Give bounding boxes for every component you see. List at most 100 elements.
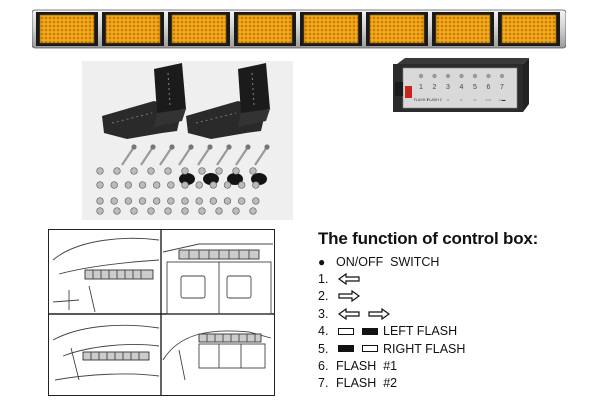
amber-lamp-module [498,12,560,46]
washer-icon [252,181,260,189]
washer-icon [181,207,189,215]
indicator-led [418,73,424,79]
function-text: RIGHT FLASH [383,341,466,356]
washer-icon [167,197,175,205]
washer-icon [138,181,147,189]
washer-icon [215,207,223,215]
function-title: The function of control box: [318,229,539,248]
control-button-number: 4 [460,84,464,91]
mounting-kit-graphic [96,63,270,215]
installation-illustrations [48,229,275,396]
function-item: 4. LEFT FLASH [318,323,588,340]
function-item: 1. [318,270,588,287]
washer-icon [252,197,260,205]
washer-icon [215,167,223,175]
indicator-led [459,73,464,79]
function-marker: 4. [318,324,329,339]
bolt-icon [178,144,194,166]
washer-icon [249,167,257,175]
function-marker: 3. [318,306,329,321]
outline-rect-icon [338,327,354,335]
control-button-number: 6 [487,84,491,91]
control-button-label: FLASH 2 [427,98,442,102]
control-button-label: ⇦⇨ [485,98,492,102]
amber-lamp-module [300,12,362,46]
arrow-light-bar [31,8,567,50]
washer-icon [223,197,232,205]
amber-lamp-module [234,12,296,46]
washer-icon [153,181,161,189]
washer-icon [232,207,240,215]
function-marker: 5. [318,341,329,356]
control-button-number: 5 [473,84,477,91]
bolt-icon [159,144,175,166]
washer-icon [167,181,175,189]
arrow-left-icon [338,307,360,320]
function-text: LEFT FLASH [383,324,458,339]
control-button-number: 7 [500,84,504,91]
bolt-icon [216,144,232,166]
washer-icon [110,197,118,205]
control-button-label: ▭▬ [499,98,506,102]
sketch-car-roof [52,237,160,313]
arrow-right-icon [368,307,390,320]
indicator-led [445,73,451,79]
control-button-number: 3 [446,84,450,91]
washer-icon [147,167,155,175]
bracket-left [102,63,186,139]
control-button-label: ☼ [446,98,449,102]
amber-lamp-module [102,12,164,46]
washer-icon [195,181,203,189]
washer-icon [96,207,104,215]
washer-icon [110,181,118,189]
washer-icon [209,181,217,189]
arrow-right-icon [338,290,360,303]
function-item: 7.FLASH #2 [318,375,588,392]
amber-lamp-module [168,12,230,46]
washer-icon [113,207,121,215]
function-marker: 7. [318,376,329,391]
bolt-icon [254,144,270,166]
sketch-van-rear [162,243,273,315]
function-text: ON/OFF SWITCH [336,254,440,269]
light-bar-graphic [31,9,567,49]
control-button-number: 2 [433,84,437,91]
sketch-pickup [162,330,272,381]
washer-icon [96,167,104,175]
washer-icon [195,197,203,205]
function-item: ● ON/OFF SWITCH [318,253,588,270]
washer-icon [223,181,232,189]
washer-icon [198,207,206,215]
washer-icon [232,167,240,175]
indicator-led [432,73,437,79]
function-text: FLASH #1 [336,359,398,374]
control-button-number: 1 [419,84,423,91]
washer-icon [113,167,121,175]
washer-icon [96,181,104,189]
function-item: 2. [318,288,588,305]
function-marker: ● [318,254,326,269]
indicator-led [472,73,478,79]
filled-rect-icon [338,345,354,353]
vehicle-sketches [49,230,274,395]
amber-lamp-module [36,12,98,46]
function-item: 5. RIGHT FLASH [318,340,588,357]
washer-icon [96,197,104,205]
power-switch [405,86,412,98]
washer-icon [238,181,246,189]
amber-lamp-module [432,12,494,46]
arrow-left-icon [338,273,360,286]
control-button-label: ⇦ [460,98,464,102]
bolt-icon [121,144,137,166]
nuts-washers-group [96,167,260,215]
mounting-kit-photo [82,61,293,220]
washer-icon [249,207,257,215]
function-marker: 6. [318,359,329,374]
rubber-pad-icon [227,173,243,185]
washer-icon [164,207,172,215]
function-item: 3. [318,305,588,322]
bolt-icon [140,144,156,166]
washer-icon [198,167,206,175]
washer-icon [124,197,132,205]
